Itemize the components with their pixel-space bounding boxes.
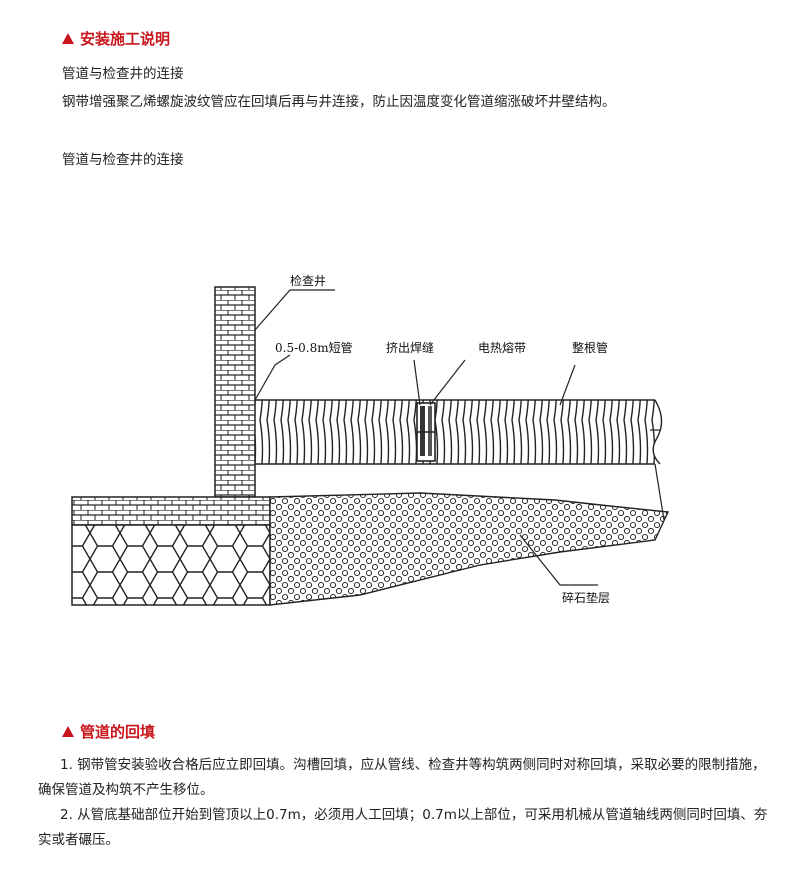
label-extruded-weld: 挤出焊缝 — [386, 340, 434, 355]
electrofusion-band — [416, 402, 436, 462]
label-inspection-well: 检查井 — [290, 273, 326, 288]
section-heading-backfill: 管道的回填 — [62, 721, 155, 742]
label-whole-pipe: 整根管 — [572, 340, 608, 355]
label-electrofusion-band: 电热熔带 — [478, 340, 526, 355]
well-base-slab — [71, 496, 271, 526]
subtitle-pipe-well-connection-2: 管道与检查井的连接 — [62, 152, 184, 168]
inspection-well-wall — [214, 286, 256, 498]
section-heading-text: 安装施工说明 — [80, 30, 171, 48]
subtitle-pipe-well-connection: 管道与检查井的连接 — [62, 66, 184, 82]
body-paragraph: 钢带增强聚乙烯螺旋波纹管应在回填后再与井连接，防止因温度变化管道缩涨破坏井壁结构… — [62, 94, 616, 110]
section-heading-text: 管道的回填 — [80, 723, 156, 741]
label-short-pipe: 0.5-0.8m短管 — [275, 340, 353, 355]
section-heading-installation: 安装施工说明 — [62, 28, 170, 49]
backfill-item-1: 1. 钢带管安装验收合格后应立即回填。沟槽回填，应从管线、检查井等构筑两侧同时对… — [38, 757, 766, 798]
label-gravel-bedding: 碎石垫层 — [562, 590, 610, 605]
warning-triangle-icon — [62, 33, 74, 44]
corrugated-pipe — [255, 399, 665, 521]
backfill-instructions: 1. 钢带管安装验收合格后应立即回填。沟槽回填，应从管线、检查井等构筑两侧同时对… — [38, 753, 768, 853]
well-foundation-hex — [71, 524, 271, 606]
leader-lines — [254, 289, 598, 586]
warning-triangle-icon — [62, 726, 74, 737]
gravel-bedding-layer — [269, 492, 670, 606]
backfill-item-2: 2. 从管底基础部位开始到管顶以上0.7m，必须用人工回填；0.7m以上部位，可… — [38, 807, 768, 848]
